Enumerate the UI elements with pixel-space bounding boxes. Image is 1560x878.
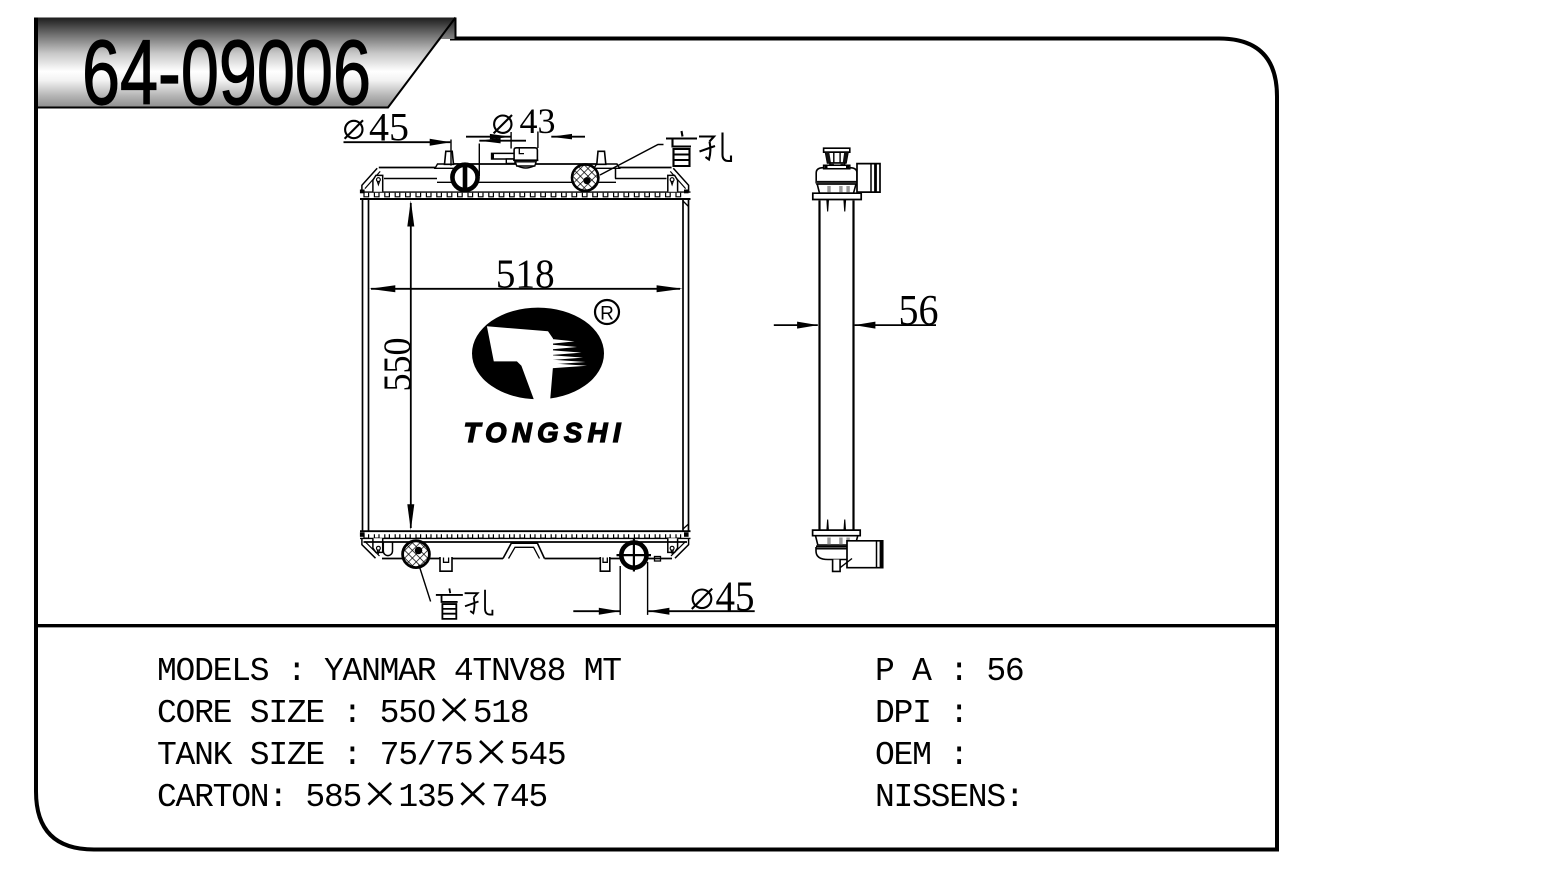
svg-text:CORE SIZE : 550: CORE SIZE : 550 bbox=[157, 695, 435, 732]
svg-text:TANK SIZE : 75/75: TANK SIZE : 75/75 bbox=[157, 737, 472, 774]
svg-text:45: 45 bbox=[716, 574, 755, 620]
svg-text:550: 550 bbox=[376, 338, 419, 392]
svg-text:64-09006: 64-09006 bbox=[82, 22, 371, 124]
svg-text:R: R bbox=[600, 304, 614, 325]
svg-text:MODELS : YANMAR 4TNV88 MT: MODELS : YANMAR 4TNV88 MT bbox=[157, 653, 621, 690]
svg-text:545: 545 bbox=[510, 737, 566, 774]
svg-text:518: 518 bbox=[473, 695, 529, 732]
svg-text:OEM :: OEM : bbox=[875, 737, 968, 774]
svg-text:NISSENS:: NISSENS: bbox=[875, 779, 1023, 816]
svg-text:56: 56 bbox=[899, 287, 939, 334]
svg-text:518: 518 bbox=[496, 251, 555, 297]
svg-text:135: 135 bbox=[398, 779, 454, 816]
svg-text:TONGSHI: TONGSHI bbox=[464, 417, 622, 448]
svg-text:CARTON: 585: CARTON: 585 bbox=[157, 779, 361, 816]
svg-text:DPI :: DPI : bbox=[875, 695, 968, 732]
svg-text:745: 745 bbox=[491, 779, 547, 816]
svg-text:P A : 56: P A : 56 bbox=[875, 653, 1023, 690]
